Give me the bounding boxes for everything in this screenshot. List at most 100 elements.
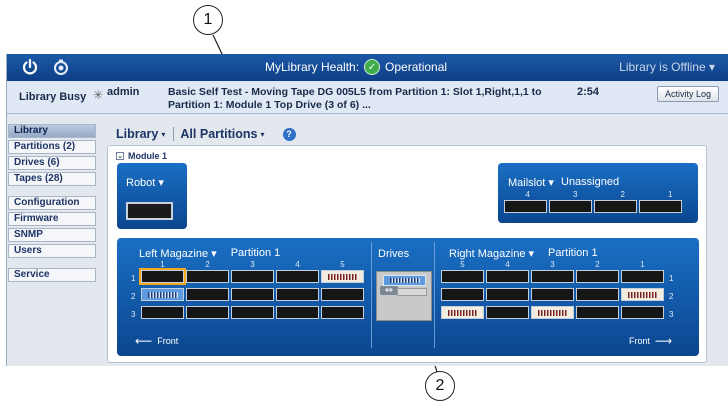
storage-slot[interactable] — [139, 268, 186, 285]
left-magazine-header: Left Magazine ▾ Partition 1 — [139, 247, 280, 260]
left-partition-label: Partition 1 — [230, 247, 281, 259]
sidebar-gap — [8, 188, 96, 196]
sidebar: Library Partitions (2) Drives (6) Tapes … — [8, 124, 96, 284]
front-right-label: Front — [629, 336, 651, 346]
sidebar-item-configuration[interactable]: Configuration — [8, 196, 96, 210]
drive-bay[interactable]: ⇔ — [376, 271, 432, 321]
sidebar-item-partitions[interactable]: Partitions (2) — [8, 140, 96, 154]
library-health: MyLibrary Health: ✓ Operational — [265, 59, 447, 75]
robot-menu[interactable]: Robot ▾ — [126, 176, 164, 189]
right-magazine-slots — [441, 270, 664, 319]
callout-1-number: 1 — [203, 11, 213, 28]
arrow-left-icon: ⟵ — [135, 334, 153, 348]
right-magazine-header: Right Magazine ▾ Partition 1 — [449, 247, 598, 260]
sidebar-item-drives[interactable]: Drives (6) — [8, 156, 96, 170]
storage-slot[interactable] — [576, 288, 619, 301]
module-toggle[interactable]: ⌄ Module 1 — [116, 151, 167, 161]
mailslot-slot[interactable] — [639, 200, 682, 213]
offline-label: Library is Offline — [619, 60, 706, 74]
mailslot-slot[interactable] — [594, 200, 637, 213]
storage-slot[interactable] — [276, 270, 319, 283]
sidebar-item-users[interactable]: Users — [8, 244, 96, 258]
storage-slot[interactable] — [231, 306, 274, 319]
storage-slot[interactable] — [531, 288, 574, 301]
front-left: ⟵ Front — [135, 334, 178, 348]
chevron-down-icon: ▾ — [211, 248, 217, 260]
sidebar-item-library[interactable]: Library — [8, 124, 96, 138]
tape-slot[interactable] — [141, 288, 184, 301]
storage-slot[interactable] — [186, 270, 229, 283]
sidebar-item-firmware[interactable]: Firmware — [8, 212, 96, 226]
mailslot-slot[interactable] — [504, 200, 547, 213]
sidebar-gap — [8, 260, 96, 268]
mailslot-assignment: Unassigned — [561, 176, 620, 188]
mailslot-label: Mailslot — [508, 177, 546, 189]
drives-label: Drives — [378, 248, 410, 260]
storage-slot[interactable] — [231, 270, 274, 283]
storage-slot[interactable] — [576, 270, 619, 283]
drive-door — [397, 288, 427, 296]
spinner-icon: ✳ — [93, 88, 104, 102]
mailslot-number: 3 — [573, 190, 578, 199]
tape-barcode — [627, 291, 658, 298]
mailslot-slot[interactable] — [549, 200, 592, 213]
row-number: 3 — [669, 310, 674, 319]
storage-slot[interactable] — [621, 270, 664, 283]
health-label: MyLibrary Health: — [265, 60, 360, 74]
tape-slot[interactable] — [621, 288, 664, 301]
storage-slot[interactable] — [441, 270, 484, 283]
left-magazine-menu[interactable]: Left Magazine ▾ — [139, 247, 217, 260]
activity-log-button[interactable]: Activity Log — [657, 86, 719, 102]
column-number: 3 — [550, 260, 555, 269]
top-bar: MyLibrary Health: ✓ Operational Library … — [7, 54, 728, 81]
right-magazine-label: Right Magazine — [449, 248, 526, 260]
storage-slot[interactable] — [186, 288, 229, 301]
storage-slot[interactable] — [321, 306, 364, 319]
help-icon[interactable]: ? — [282, 127, 296, 141]
storage-slot[interactable] — [576, 306, 619, 319]
drive-tape[interactable] — [383, 275, 426, 286]
row-number: 1 — [131, 274, 136, 283]
sidebar-item-tapes[interactable]: Tapes (28) — [8, 172, 96, 186]
sidebar-item-snmp[interactable]: SNMP — [8, 228, 96, 242]
column-number: 3 — [250, 260, 255, 269]
mailslot-menu[interactable]: Mailslot ▾ — [508, 176, 554, 189]
storage-slot[interactable] — [186, 306, 229, 319]
tape-slot[interactable] — [321, 270, 364, 283]
arrow-right-icon: ⟶ — [655, 334, 673, 348]
tape-slot[interactable] — [441, 306, 484, 319]
library-menu[interactable]: Library — [116, 127, 159, 141]
column-number: 1 — [640, 260, 645, 269]
storage-slot[interactable] — [531, 270, 574, 283]
library-offline-menu[interactable]: Library is Offline ▾ — [619, 60, 715, 74]
storage-slot[interactable] — [231, 288, 274, 301]
column-number: 5 — [460, 260, 465, 269]
storage-slot[interactable] — [486, 288, 529, 301]
storage-slot[interactable] — [321, 288, 364, 301]
right-magazine-menu[interactable]: Right Magazine ▾ — [449, 247, 534, 260]
storage-slot[interactable] — [276, 288, 319, 301]
tape-slot[interactable] — [531, 306, 574, 319]
task-time: 2:54 — [577, 86, 600, 98]
storage-slot[interactable] — [141, 306, 184, 319]
header-divider — [173, 127, 175, 141]
storage-slot[interactable] — [621, 306, 664, 319]
storage-slot[interactable] — [276, 306, 319, 319]
column-number: 4 — [505, 260, 510, 269]
left-magazine-slots — [139, 268, 364, 319]
storage-slot[interactable] — [486, 270, 529, 283]
column-number: 2 — [595, 260, 600, 269]
storage-slot[interactable] — [486, 306, 529, 319]
storage-slot[interactable] — [441, 288, 484, 301]
front-right: Front ⟶ — [629, 334, 672, 348]
column-number: 5 — [340, 260, 345, 269]
swap-icon: ⇔ — [380, 286, 398, 296]
row-number: 1 — [669, 274, 674, 283]
partition-menu[interactable]: All Partitions — [180, 127, 258, 141]
mailslot-panel: Mailslot ▾ Unassigned 4 3 2 1 — [498, 163, 698, 223]
mailslot-numbers: 4 3 2 1 — [504, 190, 694, 199]
sync-icon[interactable] — [52, 58, 70, 76]
sidebar-item-service[interactable]: Service — [8, 268, 96, 282]
power-icon[interactable] — [21, 58, 39, 76]
collapse-icon: ⌄ — [116, 152, 124, 160]
